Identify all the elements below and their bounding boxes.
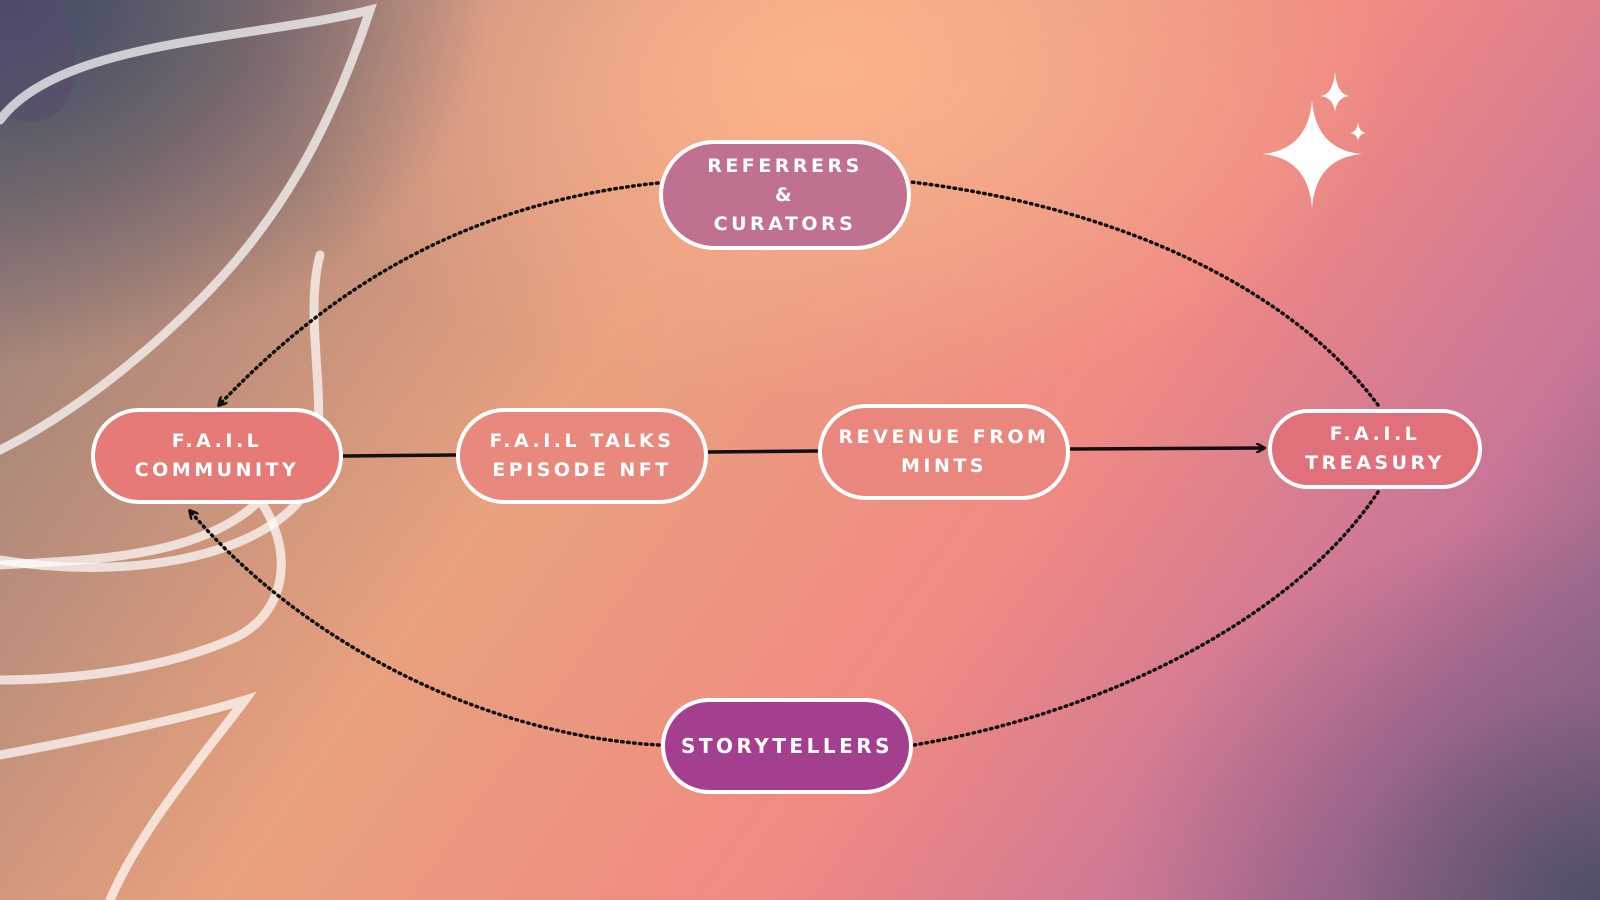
node-label: REVENUE FROM MINTS (838, 426, 1050, 477)
node-label: F.A.I.L TALKS EPISODE NFT (489, 430, 675, 481)
edge-revenue-treasury (1069, 448, 1264, 449)
sparkle-icon (1262, 72, 1366, 208)
edge-referrers-community (219, 181, 660, 405)
edge-community-talks (342, 453, 457, 458)
node-referrers-curators: REFERRERS & CURATORS (659, 140, 911, 250)
node-label: REFERRERS & CURATORS (707, 154, 863, 235)
edge-treasury-referrers (909, 180, 1380, 407)
node-label: F.A.I.L COMMUNITY (134, 430, 300, 481)
node-label: STORYTELLERS (680, 733, 894, 758)
edge-storytellers-community (190, 511, 661, 747)
solid-connectors (342, 448, 1264, 458)
node-storytellers: STORYTELLERS (661, 698, 913, 794)
node-fail-community: F.A.I.L COMMUNITY (91, 408, 343, 504)
edge-talks-revenue (707, 449, 819, 454)
corner-blob (0, 0, 75, 122)
node-label: F.A.I.L TREASURY (1305, 423, 1445, 474)
dotted-connectors (190, 180, 1380, 747)
node-revenue-from-mints: REVENUE FROM MINTS (818, 404, 1070, 500)
node-fail-treasury: F.A.I.L TREASURY (1268, 409, 1482, 489)
edge-treasury-storytellers (912, 490, 1380, 747)
node-fail-talks-episode-nft: F.A.I.L TALKS EPISODE NFT (456, 408, 708, 504)
